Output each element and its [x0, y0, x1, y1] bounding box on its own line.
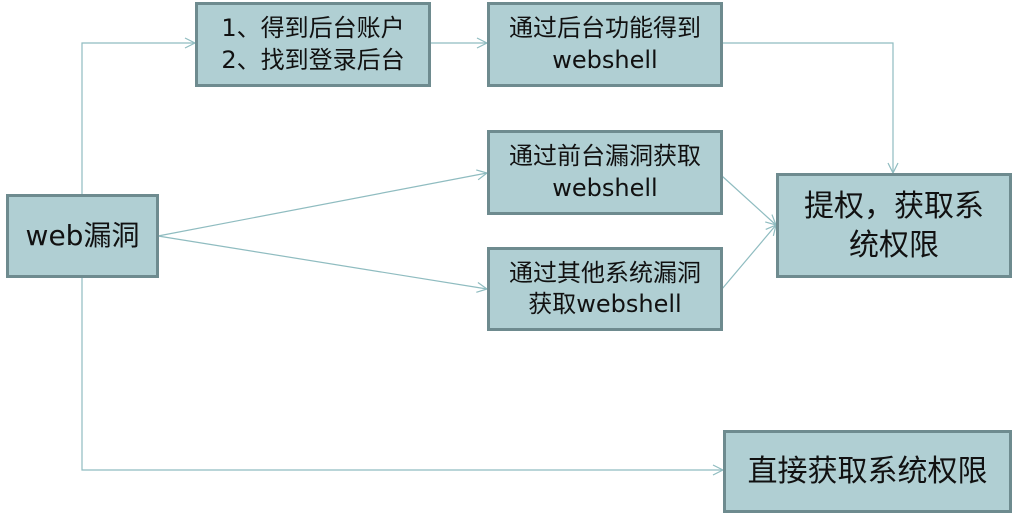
node-direct: 直接获取系统权限	[723, 430, 1012, 513]
node-web-vuln: web漏洞	[6, 194, 159, 278]
node-backend-feature: 通过后台功能得到 webshell	[487, 2, 723, 87]
node-other-system: 通过其他系统漏洞 获取webshell	[487, 247, 723, 331]
arrow-web-to-frontend	[157, 173, 487, 237]
node-frontend-vuln: 通过前台漏洞获取 webshell	[487, 130, 723, 215]
arrow-web-to-backend-account	[81, 43, 195, 194]
arrow-web-to-direct	[81, 277, 723, 470]
node-backend-account: 1、得到后台账户 2、找到登录后台	[195, 2, 431, 87]
arrow-feature-to-privilege	[722, 42, 893, 173]
node-privilege: 提权，获取系 统权限	[776, 173, 1012, 278]
arrow-web-to-other-system	[157, 235, 487, 289]
arrow-frontend-to-privilege	[721, 175, 776, 225]
arrow-other-to-privilege	[721, 225, 776, 290]
